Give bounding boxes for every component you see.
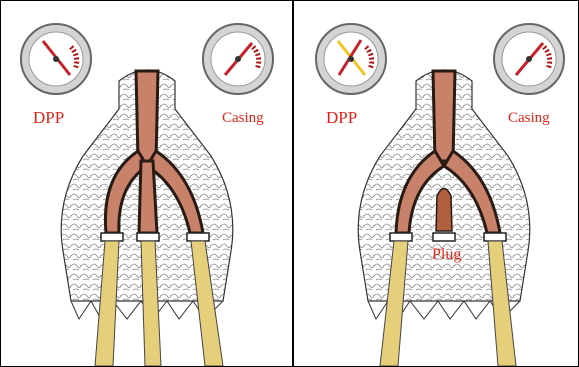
plug-label: Plug <box>432 247 461 263</box>
nozzle-middle-plugged <box>433 233 455 241</box>
dpp-gauge <box>21 24 91 94</box>
casing-label: Casing <box>508 111 550 126</box>
nozzle-middle <box>137 233 159 241</box>
dpp-gauge <box>316 24 386 94</box>
casing-label: Casing <box>222 111 264 126</box>
nozzle-left <box>390 233 412 241</box>
nozzle-left <box>101 233 123 241</box>
nozzle-right <box>187 233 209 241</box>
dpp-label: DPP <box>326 109 357 126</box>
fluid-channel-center-bore <box>136 71 158 161</box>
fluid-channel-center-bore <box>433 71 455 161</box>
plug <box>436 189 452 232</box>
panel-without-plug: DPP Casing <box>0 0 293 367</box>
bit-diagram-left <box>1 1 292 366</box>
dpp-label: DPP <box>33 109 64 126</box>
nozzle-right <box>484 233 506 241</box>
bit-diagram-right <box>294 1 578 366</box>
panel-with-plug: DPP Casing Plug <box>293 0 579 367</box>
casing-gauge <box>494 24 564 94</box>
fluid-channel-middle <box>139 161 157 233</box>
casing-gauge <box>203 24 273 94</box>
